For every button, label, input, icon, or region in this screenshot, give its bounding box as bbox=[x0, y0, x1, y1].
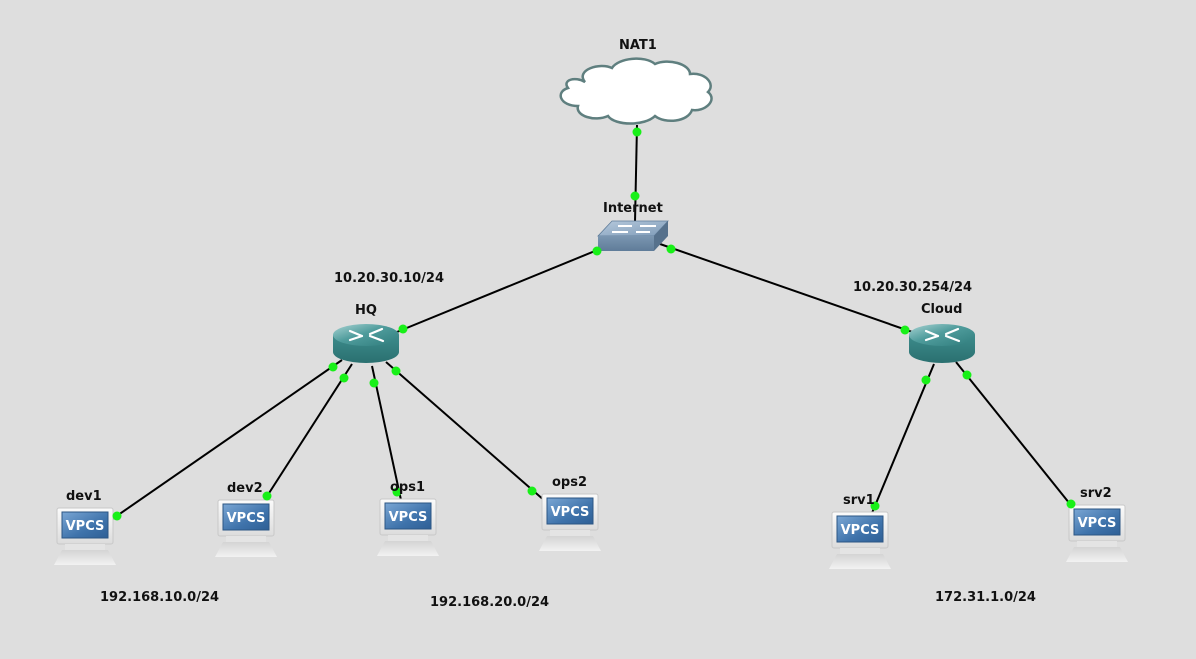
port-dot[interactable] bbox=[1066, 499, 1076, 509]
link-nat1-internet[interactable] bbox=[634, 124, 638, 223]
note-dev-subnet[interactable]: 192.168.10.0/24 bbox=[100, 590, 220, 605]
note-cloud-ip[interactable]: 10.20.30.254/24 bbox=[853, 280, 973, 295]
node-label-nat1[interactable]: NAT1 bbox=[619, 38, 657, 53]
link-internet-cloud[interactable] bbox=[659, 243, 919, 335]
internet-switch-icon[interactable] bbox=[597, 220, 669, 251]
vpcs-screen-text: VPCS bbox=[551, 505, 590, 520]
link-cloud-srv2[interactable] bbox=[955, 361, 1075, 510]
port-dot[interactable] bbox=[870, 501, 880, 511]
node-label-cloud[interactable]: Cloud bbox=[921, 302, 963, 317]
link-hq-ops1[interactable] bbox=[371, 365, 402, 501]
node-label-hq[interactable]: HQ bbox=[355, 303, 377, 318]
note-ops-subnet[interactable]: 192.168.20.0/24 bbox=[430, 595, 550, 610]
node-label-ops1[interactable]: ops1 bbox=[390, 480, 426, 495]
port-dot[interactable] bbox=[527, 486, 537, 496]
port-dot[interactable] bbox=[630, 191, 640, 201]
vpcs-ops1-icon[interactable]: VPCS bbox=[377, 498, 439, 556]
node-label-dev1[interactable]: dev1 bbox=[66, 489, 102, 504]
vpcs-srv1-icon[interactable]: VPCS bbox=[829, 511, 891, 569]
hq-router-icon[interactable] bbox=[333, 324, 399, 363]
port-dot[interactable] bbox=[632, 127, 642, 137]
port-dot[interactable] bbox=[391, 366, 401, 376]
node-label-ops2[interactable]: ops2 bbox=[552, 475, 588, 490]
vpcs-screen-text: VPCS bbox=[389, 510, 428, 525]
port-dot[interactable] bbox=[369, 378, 379, 388]
vpcs-ops2-icon[interactable]: VPCS bbox=[539, 493, 601, 551]
note-srv-subnet[interactable]: 172.31.1.0/24 bbox=[935, 590, 1036, 605]
nat1-cloud-icon[interactable] bbox=[559, 57, 713, 125]
link-hq-dev2[interactable] bbox=[261, 363, 353, 505]
port-dot[interactable] bbox=[921, 375, 931, 385]
vpcs-screen-text: VPCS bbox=[227, 511, 266, 526]
port-dot[interactable] bbox=[592, 246, 602, 256]
link-hq-dev1[interactable] bbox=[107, 359, 343, 523]
link-cloud-srv1[interactable] bbox=[871, 363, 935, 514]
cloud-router-icon[interactable] bbox=[909, 324, 975, 363]
node-label-internet[interactable]: Internet bbox=[603, 201, 663, 216]
port-dot[interactable] bbox=[339, 373, 349, 383]
port-dot[interactable] bbox=[398, 324, 408, 334]
node-label-srv1[interactable]: srv1 bbox=[843, 493, 875, 508]
vpcs-dev1-icon[interactable]: VPCS bbox=[54, 507, 116, 565]
port-dot[interactable] bbox=[392, 487, 402, 497]
vpcs-screen-text: VPCS bbox=[1078, 516, 1117, 531]
port-dot[interactable] bbox=[112, 511, 122, 521]
link-internet-hq[interactable] bbox=[391, 243, 613, 335]
port-dot[interactable] bbox=[900, 325, 910, 335]
port-dot[interactable] bbox=[666, 244, 676, 254]
port-dot[interactable] bbox=[962, 370, 972, 380]
note-hq-ip[interactable]: 10.20.30.10/24 bbox=[334, 271, 445, 286]
link-hq-ops2[interactable] bbox=[385, 361, 546, 502]
vpcs-screen-text: VPCS bbox=[841, 523, 880, 538]
node-label-srv2[interactable]: srv2 bbox=[1080, 486, 1112, 501]
port-dot[interactable] bbox=[262, 491, 272, 501]
vpcs-srv2-icon[interactable]: VPCS bbox=[1066, 504, 1128, 562]
vpcs-screen-text: VPCS bbox=[66, 519, 105, 534]
vpcs-dev2-icon[interactable]: VPCS bbox=[215, 499, 277, 557]
node-label-dev2[interactable]: dev2 bbox=[227, 481, 263, 496]
port-dot[interactable] bbox=[328, 362, 338, 372]
